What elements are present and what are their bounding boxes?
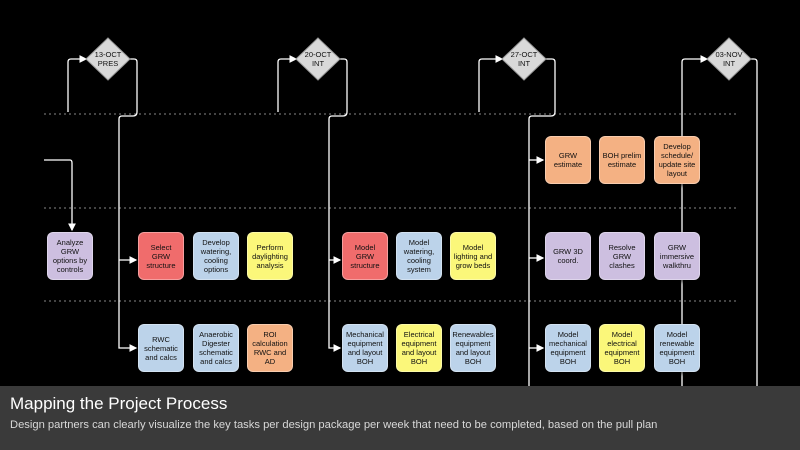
milestone-type: PRES xyxy=(97,59,119,69)
task-model-mechanical: Model mechanical equipment BOH xyxy=(545,324,591,372)
task-mechanical-boh: Mechanical equipment and layout BOH xyxy=(342,324,388,372)
milestone-type: INT xyxy=(722,59,736,69)
task-rwc-schematic: RWC schematic and calcs xyxy=(138,324,184,372)
task-renewables-boh: Renewables equipment and layout BOH xyxy=(450,324,496,372)
task-model-watering: Model watering, cooling system xyxy=(396,232,442,280)
task-model-electrical: Model electrical equipment BOH xyxy=(599,324,645,372)
milestone-2: 20-OCT INT xyxy=(288,50,348,69)
milestone-date: 03-NOV xyxy=(715,50,743,59)
milestone-type: INT xyxy=(311,59,325,69)
task-model-renewable: Model renewable equipment BOH xyxy=(654,324,700,372)
milestone-3: 27-OCT INT xyxy=(494,50,554,69)
task-anaerobic-digester: Anaerobic Digester schematic and calcs xyxy=(193,324,239,372)
milestone-date: 20-OCT xyxy=(304,50,332,59)
task-grw-estimate: GRW estimate xyxy=(545,136,591,184)
task-boh-prelim-estimate: BOH prelim estimate xyxy=(599,136,645,184)
task-develop-watering: Develop watering, cooling options xyxy=(193,232,239,280)
task-roi-calculation: ROI calculation RWC and AD xyxy=(247,324,293,372)
task-model-lighting: Model lighting and grow beds xyxy=(450,232,496,280)
task-perform-daylighting: Perform daylighting analysis xyxy=(247,232,293,280)
task-grw-3d-coord: GRW 3D coord. xyxy=(545,232,591,280)
lane-separators xyxy=(44,113,738,302)
milestone-type: INT xyxy=(517,59,531,69)
task-electrical-boh: Electrical equipment and layout BOH xyxy=(396,324,442,372)
milestone-date: 13-OCT xyxy=(94,50,122,59)
task-grw-walkthru: GRW immersive walkthru xyxy=(654,232,700,280)
caption-title: Mapping the Project Process xyxy=(10,394,228,413)
caption-bar: Mapping the Project Process Design partn… xyxy=(0,386,800,450)
task-model-grw: Model GRW structure xyxy=(342,232,388,280)
task-develop-schedule: Develop schedule/ update site layout xyxy=(654,136,700,184)
task-select-grw: Select GRW structure xyxy=(138,232,184,280)
milestone-1: 13-OCT PRES xyxy=(78,50,138,69)
task-resolve-clashes: Resolve GRW clashes xyxy=(599,232,645,280)
caption-subtitle: Design partners can clearly visualize th… xyxy=(10,419,658,431)
milestone-date: 27-OCT xyxy=(510,50,538,59)
task-analyze-grw: Analyze GRW options by controls xyxy=(47,232,93,280)
milestone-4: 03-NOV INT xyxy=(699,50,759,69)
